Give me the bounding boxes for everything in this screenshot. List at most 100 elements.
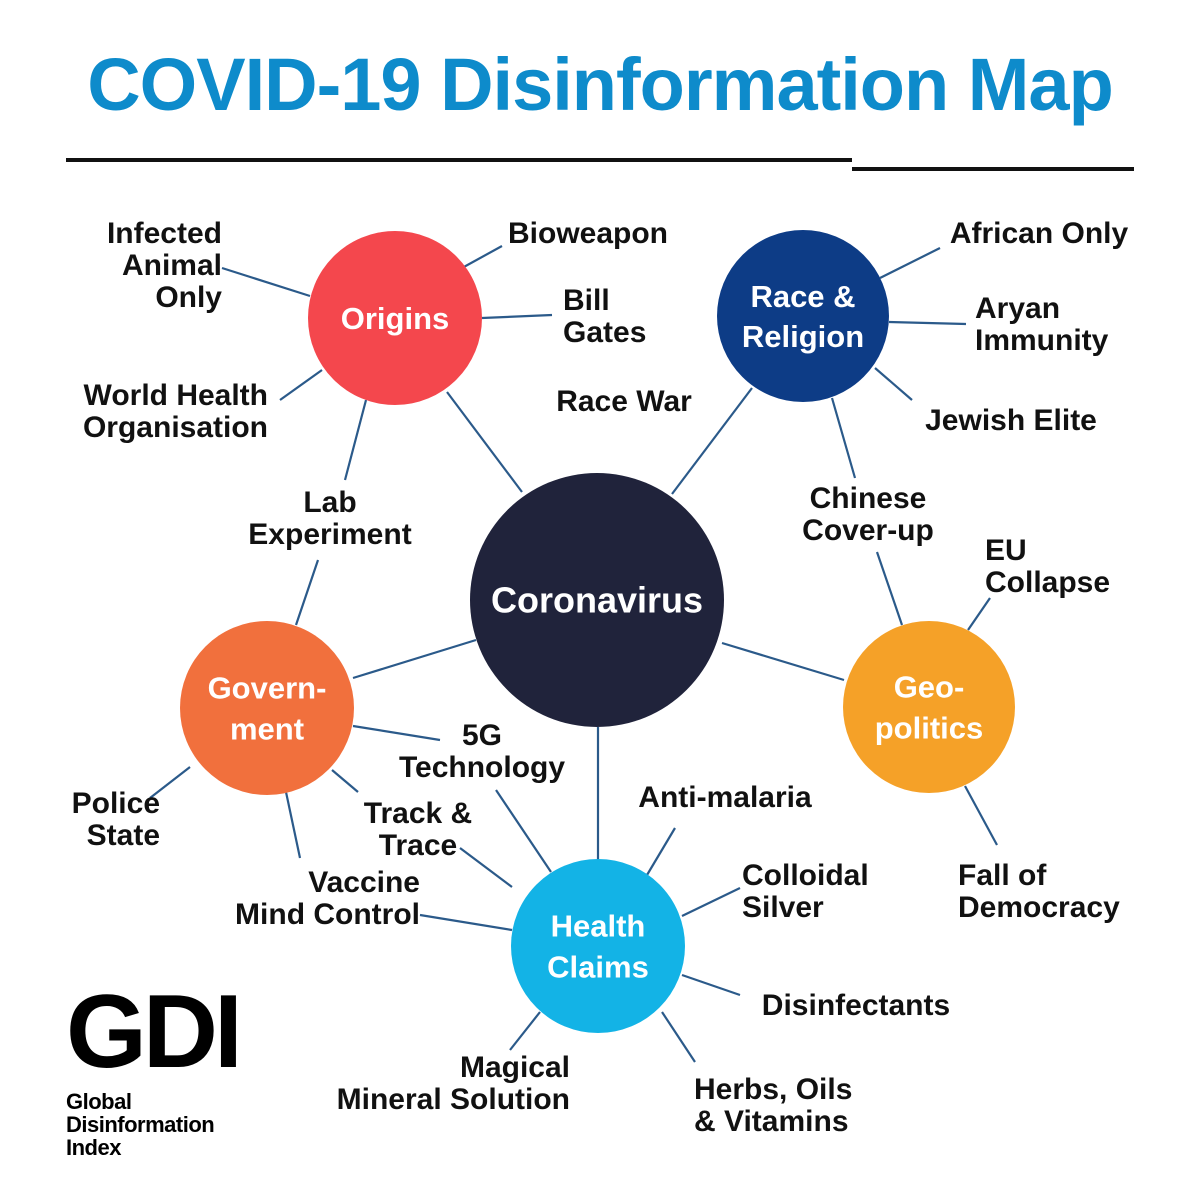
race-religion-circle <box>717 230 889 402</box>
connector-line <box>459 847 513 888</box>
label-line: Vaccine <box>308 866 420 899</box>
health-claims-circle <box>511 859 685 1033</box>
label-line: Democracy <box>958 891 1120 924</box>
health-claims-label: Claims <box>547 949 649 984</box>
label-line: Silver <box>742 891 824 924</box>
title-rule-left <box>66 158 852 162</box>
label-disinfectants: Disinfectants <box>762 989 950 1022</box>
government-label: ment <box>230 711 304 746</box>
connector-line <box>671 387 753 495</box>
geopolitics-circle <box>843 621 1015 793</box>
label-line: & Vitamins <box>694 1105 849 1138</box>
label-line: Cover-up <box>802 514 934 547</box>
connector-line <box>830 397 857 479</box>
title-rule-right <box>852 167 1134 171</box>
label-line: Animal <box>122 249 222 282</box>
connector-line <box>509 1011 541 1051</box>
label-line: Gates <box>563 316 646 349</box>
label-line: EU <box>985 534 1027 567</box>
gdi-logo-text: Global Disinformation Index <box>66 1090 266 1159</box>
race-religion-hub: Race & Religion <box>717 230 889 402</box>
center-label: Coronavirus <box>491 580 703 621</box>
label-line: Herbs, Oils <box>694 1073 852 1106</box>
connector-line <box>294 559 320 626</box>
origins-label: Origins <box>341 301 450 336</box>
label-line: Colloidal <box>742 859 869 892</box>
connector-line <box>221 266 311 298</box>
label-line: Infected <box>107 217 222 250</box>
connector-line <box>419 913 513 932</box>
hub-nodes: Coronavirus Origins Race & ReligionGovern-m… <box>180 230 1015 1033</box>
label-line: African Only <box>950 217 1129 250</box>
origins-circle <box>308 231 482 405</box>
label-line: Fall of <box>958 859 1047 892</box>
gdi-logo-line: Index <box>66 1135 121 1160</box>
label-bioweapon: Bioweapon <box>508 217 668 250</box>
label-line: Aryan <box>975 292 1060 325</box>
connector-line <box>495 789 552 873</box>
label-line: World Health <box>84 379 268 412</box>
connector-line <box>661 1011 696 1063</box>
connector-line <box>461 245 503 269</box>
gdi-logo-line: Global <box>66 1089 132 1114</box>
connector-line <box>888 320 967 326</box>
label-line: Organisation <box>83 411 268 444</box>
connector-line <box>149 766 191 799</box>
connector-line <box>874 367 913 401</box>
connector-line <box>721 641 845 682</box>
label-line: Technology <box>399 751 565 784</box>
connector-line <box>481 313 553 320</box>
government-hub: Govern-ment <box>180 621 354 795</box>
gdi-logo-mark: GDI <box>66 974 243 1090</box>
label-line: Jewish Elite <box>925 404 1097 437</box>
center-node: Coronavirus <box>470 473 724 727</box>
geopolitics-hub: Geo-politics <box>843 621 1015 793</box>
connector-line <box>964 785 998 846</box>
label-line: Police <box>72 787 160 820</box>
label-line: Anti-malaria <box>638 781 812 814</box>
label-race-war: Race War <box>556 385 692 418</box>
connector-line <box>343 399 368 481</box>
label-jewish-elite: Jewish Elite <box>925 404 1097 437</box>
page-title: COVID-19 Disinformation Map <box>87 43 1114 126</box>
label-line: Only <box>155 281 222 314</box>
connector-line <box>446 391 523 493</box>
connector-line <box>352 638 477 680</box>
label-line: Race War <box>556 385 692 418</box>
label-track-trace: Track &Trace <box>364 797 472 862</box>
label-line: Bill <box>563 284 610 317</box>
race-religion-label: Race & <box>750 279 855 314</box>
label-line: State <box>87 819 160 852</box>
race-religion-label: Religion <box>742 319 864 354</box>
label-line: Trace <box>379 829 457 862</box>
connector-line <box>681 887 741 917</box>
connector-line <box>879 247 941 279</box>
label-line: Mind Control <box>235 898 420 931</box>
label-anti-malaria: Anti-malaria <box>638 781 812 814</box>
label-herbs-oils-vitamins: Herbs, Oils& Vitamins <box>694 1073 852 1138</box>
government-label: Govern- <box>208 670 327 705</box>
connector-line <box>646 827 676 876</box>
label-line: Lab <box>303 486 356 519</box>
health-claims-label: Health <box>551 908 646 943</box>
connector-line <box>352 724 441 742</box>
label-african-only: African Only <box>950 217 1129 250</box>
geopolitics-label: Geo- <box>894 669 965 704</box>
label-line: Disinfectants <box>762 989 950 1022</box>
origins-hub: Origins <box>308 231 482 405</box>
label-line: Track & <box>364 797 472 830</box>
center-circle <box>470 473 724 727</box>
connector-line <box>681 973 741 997</box>
connector-line <box>875 551 904 626</box>
connector-line <box>331 769 359 793</box>
